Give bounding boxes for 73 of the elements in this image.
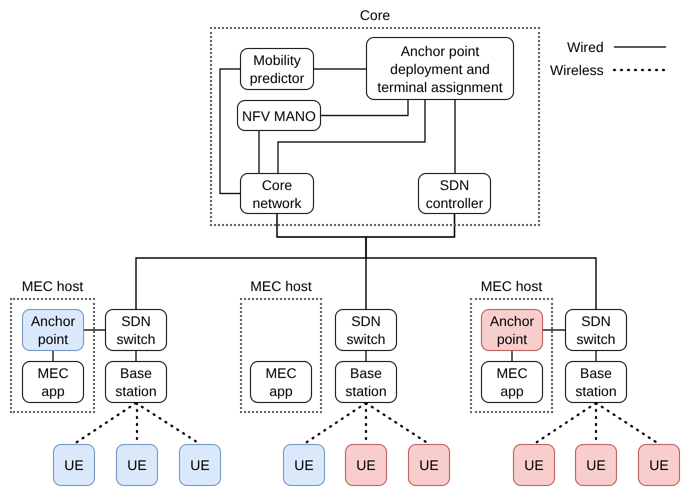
wireless-link xyxy=(72,402,138,446)
group-heading: Core xyxy=(358,6,392,25)
connector-line xyxy=(365,214,597,309)
process-box xyxy=(105,309,167,351)
node-label: UE xyxy=(356,456,376,474)
connector-line xyxy=(258,131,260,173)
node-label: Base station xyxy=(344,364,388,400)
node-label: UE xyxy=(64,456,84,474)
node-label: SDN switch xyxy=(346,312,386,348)
node-label: Anchor point xyxy=(488,312,536,348)
wireless-link xyxy=(532,402,598,446)
node-label: MEC app xyxy=(264,364,298,400)
connector-line xyxy=(454,100,456,173)
node-label: MEC app xyxy=(36,364,70,400)
node-label: UE xyxy=(127,456,147,474)
node-label: Base station xyxy=(114,364,158,400)
highlighted-box xyxy=(481,309,543,351)
node-label: MEC app xyxy=(495,364,529,400)
node-label: UE xyxy=(419,456,439,474)
connector-line xyxy=(321,100,409,116)
group-heading: MEC host xyxy=(480,277,544,296)
node-label: Base station xyxy=(574,364,618,400)
node-label: SDN switch xyxy=(576,312,616,348)
highlighted-box xyxy=(179,444,221,486)
process-box xyxy=(335,309,397,351)
connector-line xyxy=(135,351,137,361)
connector-line xyxy=(543,329,565,331)
highlighted-box xyxy=(513,444,555,486)
node-label: UE xyxy=(524,456,544,474)
process-box xyxy=(418,173,491,214)
node-label: UE xyxy=(649,456,669,474)
group-heading: MEC host xyxy=(249,277,313,296)
connector-line xyxy=(595,351,597,361)
node-label: NFV MANO xyxy=(242,106,316,124)
process-box xyxy=(565,361,627,403)
highlighted-box xyxy=(408,444,450,486)
highlighted-box xyxy=(345,444,387,486)
process-box xyxy=(335,361,397,403)
highlighted-box xyxy=(575,444,617,486)
process-box xyxy=(22,361,84,403)
node-label: UE xyxy=(586,456,606,474)
legend-label: Wired xyxy=(567,38,604,57)
wireless-link xyxy=(302,402,368,446)
node-label: SDN switch xyxy=(116,312,156,348)
legend-label: Wireless xyxy=(550,61,604,80)
process-box xyxy=(565,309,627,351)
node-label: Core network xyxy=(251,176,303,212)
connector-line xyxy=(511,351,513,361)
highlighted-box xyxy=(638,444,680,486)
connector-line xyxy=(365,351,367,361)
process-box xyxy=(237,100,321,131)
connector-line xyxy=(219,68,240,194)
node-label: UE xyxy=(294,456,314,474)
highlighted-box xyxy=(116,444,158,486)
process-box xyxy=(366,37,514,100)
node-label: Mobility predictor xyxy=(248,51,306,87)
highlighted-box xyxy=(53,444,95,486)
node-label: UE xyxy=(190,456,210,474)
connector-line xyxy=(314,68,366,70)
process-box xyxy=(250,361,312,403)
group-heading: MEC host xyxy=(20,277,84,296)
process-box xyxy=(240,48,314,90)
process-box xyxy=(481,361,543,403)
connector-line xyxy=(84,329,105,331)
process-box xyxy=(240,173,314,214)
connector-line xyxy=(52,351,54,361)
node-label: Anchor point deployment and terminal assignment xyxy=(376,42,504,96)
node-label: SDN controller xyxy=(424,176,484,212)
connector-line xyxy=(277,100,426,173)
node-label: Anchor point xyxy=(30,312,76,348)
highlighted-box xyxy=(283,444,325,486)
highlighted-box xyxy=(22,309,84,351)
process-box xyxy=(105,361,167,403)
